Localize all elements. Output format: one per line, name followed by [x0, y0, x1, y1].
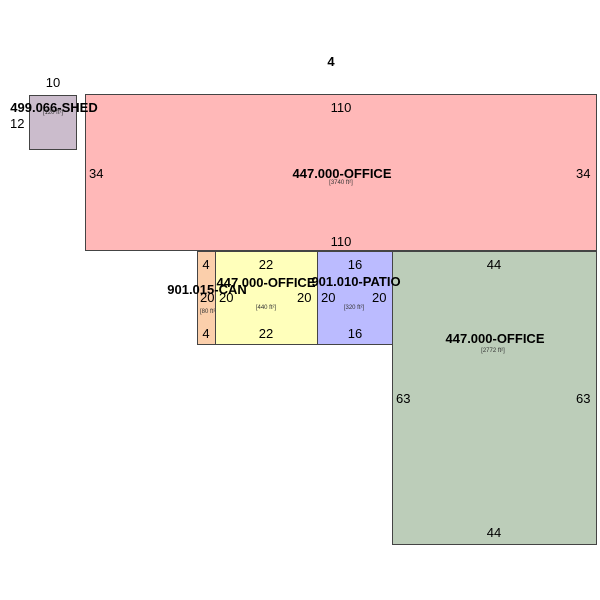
- patio-bottom-dim: 16: [347, 326, 363, 341]
- office-small-bottom-dim: 22: [258, 326, 274, 341]
- office-small-area: [440 ft²]: [255, 305, 277, 311]
- office-large-bottom-dim: 44: [486, 525, 502, 540]
- office-large-area: [2772 ft²]: [481, 348, 505, 354]
- patio-left-dim: 20: [321, 290, 336, 305]
- patio-area: [320 ft²]: [343, 305, 365, 311]
- floor-label-top: 4: [327, 54, 335, 69]
- can-left-dim: 20: [200, 290, 215, 305]
- room-shed[interactable]: [29, 95, 77, 150]
- office-main-bottom-dim: 110: [330, 234, 352, 249]
- office-large-right-dim: 63: [576, 391, 591, 406]
- office-main-area: [3740 ft²]: [329, 180, 353, 186]
- patio-top-dim: 16: [347, 257, 363, 272]
- patio-right-dim: 20: [372, 290, 387, 305]
- shed-name: 499.066-SHED: [10, 100, 98, 115]
- office-small-top-dim: 22: [258, 257, 274, 272]
- can-area: [80 ft²]: [200, 309, 218, 315]
- office-main-right-dim: 34: [576, 166, 591, 181]
- office-large-name: 447.000-OFFICE: [445, 331, 545, 346]
- can-bottom-dim: 4: [202, 326, 210, 341]
- office-small-right-dim: 20: [297, 290, 312, 305]
- patio-name: 901.010-PATIO: [311, 274, 401, 289]
- shed-area: [120 ft²]: [42, 110, 64, 116]
- office-main-top-dim: 110: [330, 100, 352, 115]
- room-office-large[interactable]: [392, 251, 597, 545]
- shed-width-dim: 10: [45, 75, 61, 90]
- office-main-left-dim: 34: [89, 166, 104, 181]
- office-large-left-dim: 63: [396, 391, 411, 406]
- can-name: 901.015-CAN: [167, 282, 247, 297]
- office-small-left-dim: 20: [219, 290, 234, 305]
- can-top-dim: 4: [202, 257, 210, 272]
- room-office-main[interactable]: [85, 94, 597, 251]
- office-main-name: 447.000-OFFICE: [292, 166, 392, 181]
- room-patio[interactable]: [317, 251, 393, 345]
- office-small-name: 447.000-OFFICE: [216, 275, 316, 290]
- shed-height-dim: 12: [10, 116, 25, 131]
- office-large-top-dim: 44: [486, 257, 502, 272]
